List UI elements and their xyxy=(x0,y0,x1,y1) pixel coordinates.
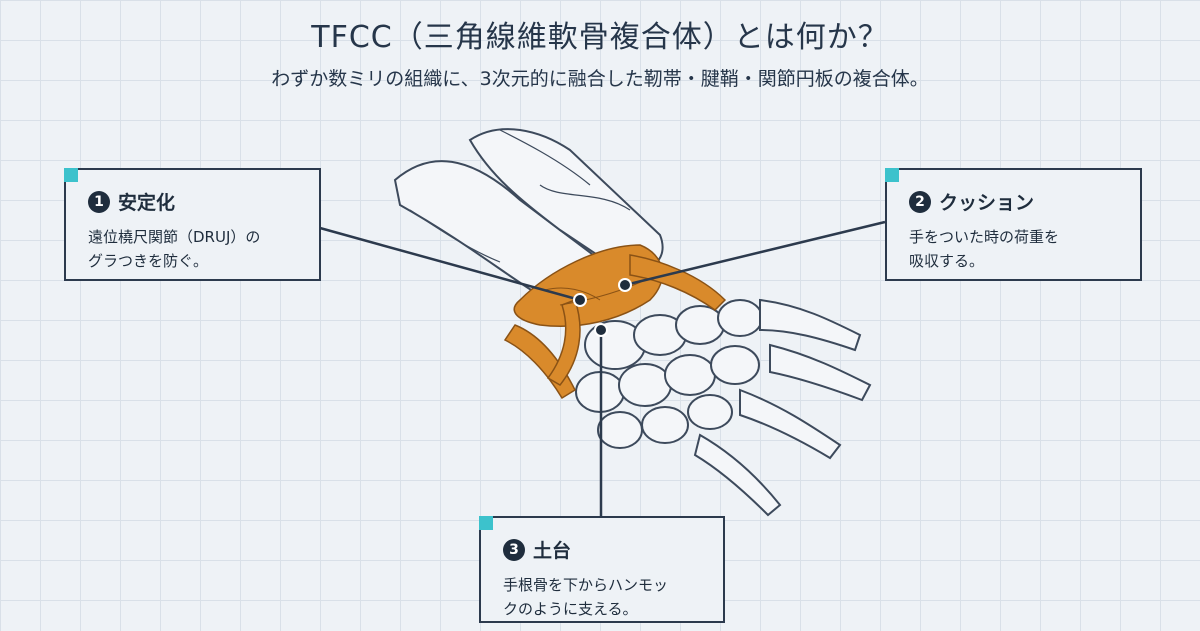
card-stability-title: 安定化 xyxy=(118,192,176,214)
card-stability-body: 遠位橈尺関節（DRUJ）の グラつきを防ぐ。 xyxy=(88,228,261,270)
leader-lines xyxy=(319,220,886,516)
forearm-bones xyxy=(393,128,664,307)
hand-bones xyxy=(575,298,872,517)
page-title: TFCC（三角線維軟骨複合体）とは何か？ xyxy=(311,20,889,55)
card-cushion-title: クッション xyxy=(939,192,1035,214)
card-stability: 1 安定化 遠位橈尺関節（DRUJ）の グラつきを防ぐ。 xyxy=(64,168,321,281)
card-stability-header: 1 安定化 xyxy=(88,188,319,215)
number-badge: 2 xyxy=(909,190,931,213)
card-foundation-header: 3 土台 xyxy=(503,536,723,563)
corner-accent-icon xyxy=(885,168,899,182)
card-cushion-header: 2 クッション xyxy=(909,188,1140,215)
card-cushion: 2 クッション 手をついた時の荷重を 吸収する。 xyxy=(885,168,1142,281)
number-badge: 1 xyxy=(88,190,110,213)
card-foundation: 3 土台 手根骨を下からハンモッ クのように支える。 xyxy=(479,516,725,623)
card-cushion-body: 手をついた時の荷重を 吸収する。 xyxy=(909,228,1060,270)
card-foundation-title: 土台 xyxy=(533,540,572,562)
leader-dots xyxy=(573,278,632,337)
corner-accent-icon xyxy=(64,168,78,182)
number-badge: 3 xyxy=(503,538,525,561)
page-subtitle: わずか数ミリの組織に、3次元的に融合した靭帯・腱鞘・関節円板の複合体。 xyxy=(271,68,929,90)
tfcc-complex xyxy=(503,244,727,400)
card-foundation-body: 手根骨を下からハンモッ クのように支える。 xyxy=(503,576,669,618)
corner-accent-icon xyxy=(479,516,493,530)
